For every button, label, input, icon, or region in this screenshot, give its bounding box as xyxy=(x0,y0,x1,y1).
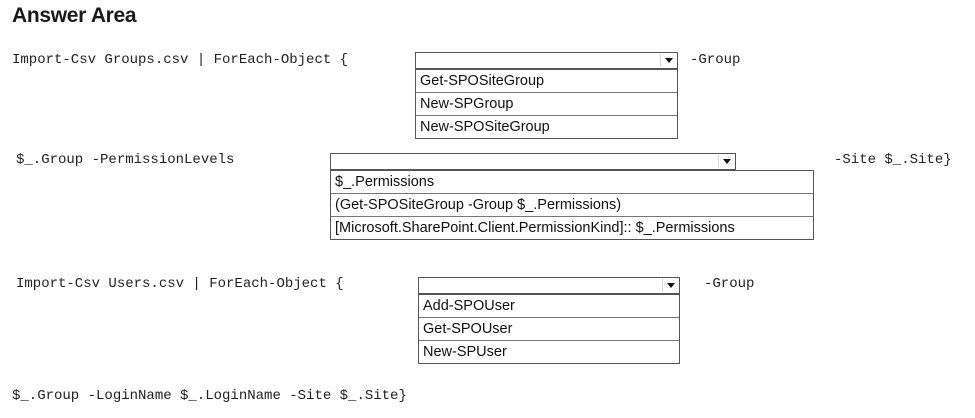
dropdown1-option[interactable]: New-SPGroup xyxy=(416,92,677,115)
answer-area-title: Answer Area xyxy=(12,4,137,27)
dropdown2-select[interactable] xyxy=(330,153,736,170)
line2-prefix: $_.Group -PermissionLevels xyxy=(16,152,235,168)
dropdown1-option[interactable]: New-SPOSiteGroup xyxy=(416,115,677,138)
dropdown3-option[interactable]: New-SPUser xyxy=(419,340,679,363)
dropdown2-option[interactable]: $_.Permissions xyxy=(331,170,813,193)
dropdown2-option[interactable]: (Get-SPOSiteGroup -Group $_.Permissions) xyxy=(331,193,813,216)
dropdown1-arrow-button[interactable] xyxy=(660,54,676,67)
dropdown3-select[interactable] xyxy=(418,277,680,294)
dropdown3-option[interactable]: Get-SPOUser xyxy=(419,317,679,340)
line1-prefix: Import-Csv Groups.csv | ForEach-Object { xyxy=(12,52,349,68)
line3-prefix: Import-Csv Users.csv | ForEach-Object { xyxy=(16,276,344,292)
dropdown3-arrow-button[interactable] xyxy=(662,279,678,292)
chevron-down-icon xyxy=(722,159,731,164)
line3-suffix: -Group xyxy=(704,276,755,292)
line4: $_.Group -LoginName $_.LoginName -Site $… xyxy=(12,388,407,404)
dropdown3-options: Add-SPOUser Get-SPOUser New-SPUser xyxy=(418,294,680,364)
dropdown1-options: Get-SPOSiteGroup New-SPGroup New-SPOSite… xyxy=(415,69,678,139)
chevron-down-icon xyxy=(664,58,673,63)
dropdown2-arrow-button[interactable] xyxy=(718,155,734,168)
dropdown2-option[interactable]: [Microsoft.SharePoint.Client.PermissionK… xyxy=(331,216,813,239)
dropdown1-option[interactable]: Get-SPOSiteGroup xyxy=(416,69,677,92)
line1-suffix: -Group xyxy=(690,52,741,68)
chevron-down-icon xyxy=(666,283,675,288)
dropdown3-option[interactable]: Add-SPOUser xyxy=(419,294,679,317)
dropdown1-select[interactable] xyxy=(415,52,678,69)
line2-suffix: -Site $_.Site} xyxy=(834,152,952,168)
dropdown2-options: $_.Permissions (Get-SPOSiteGroup -Group … xyxy=(330,170,814,240)
